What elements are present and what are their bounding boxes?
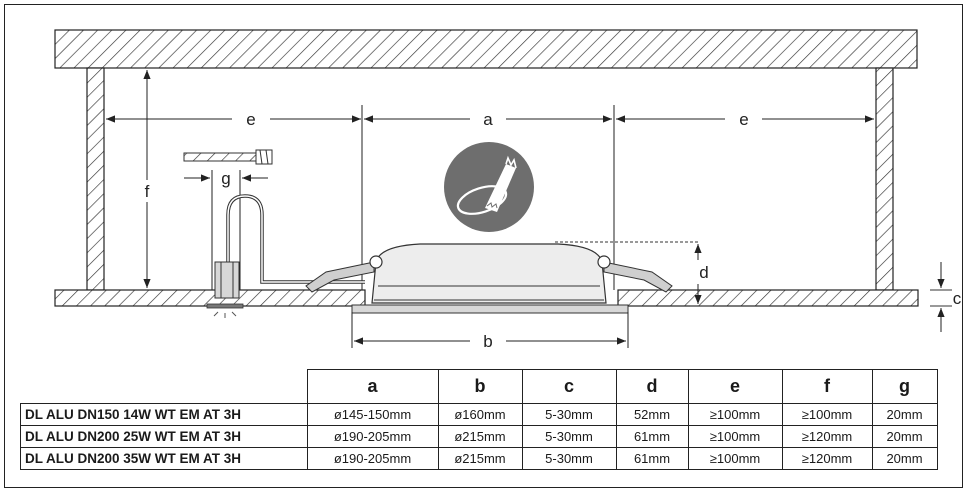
cell-a: ø190-205mm bbox=[306, 447, 439, 470]
label-g: g bbox=[221, 169, 230, 188]
label-d: d bbox=[699, 263, 708, 282]
hole-saw-cutting-icon bbox=[444, 142, 534, 232]
downlight-luminaire bbox=[351, 243, 629, 314]
header-a: a bbox=[306, 369, 439, 404]
drawing-frame bbox=[4, 4, 963, 488]
cell-c: 5-30mm bbox=[521, 447, 617, 470]
model-name: DL ALU DN150 14W WT EM AT 3H bbox=[20, 403, 308, 426]
label-a: a bbox=[483, 110, 493, 129]
screw-icon bbox=[183, 149, 273, 165]
dimension-a: a bbox=[364, 110, 612, 129]
cell-e: ≥100mm bbox=[687, 425, 783, 448]
cell-g: 20mm bbox=[871, 403, 938, 426]
cell-g: 20mm bbox=[871, 425, 938, 448]
cell-b: ø215mm bbox=[437, 425, 523, 448]
model-name: DL ALU DN200 25W WT EM AT 3H bbox=[20, 425, 308, 448]
dimension-c: c bbox=[930, 262, 962, 332]
header-d: d bbox=[615, 369, 689, 404]
cell-a: ø145-150mm bbox=[306, 403, 439, 426]
label-f: f bbox=[145, 182, 150, 201]
cell-b: ø160mm bbox=[437, 403, 523, 426]
ceiling-board-right bbox=[617, 289, 919, 307]
installation-diagram: e a e f g bbox=[54, 29, 962, 351]
table-row: DL ALU DN200 25W WT EM AT 3H ø190-205mm … bbox=[20, 425, 938, 448]
joist-left bbox=[86, 67, 105, 291]
cell-d: 52mm bbox=[615, 403, 689, 426]
cell-d: 61mm bbox=[615, 425, 689, 448]
cell-e: ≥100mm bbox=[687, 403, 783, 426]
table-header-row: a b c d e f g bbox=[21, 369, 938, 404]
table-row: DL ALU DN150 14W WT EM AT 3H ø145-150mm … bbox=[20, 403, 938, 426]
terminal-block-icon bbox=[206, 194, 365, 318]
cell-f: ≥120mm bbox=[781, 447, 873, 470]
cell-a: ø190-205mm bbox=[306, 425, 439, 448]
dimension-e-right: e bbox=[616, 110, 874, 129]
ceiling-slab bbox=[54, 29, 918, 69]
header-b: b bbox=[437, 369, 523, 404]
label-c: c bbox=[953, 289, 962, 308]
header-f: f bbox=[781, 369, 873, 404]
label-b: b bbox=[483, 332, 492, 351]
cell-b: ø215mm bbox=[437, 447, 523, 470]
header-c: c bbox=[521, 369, 617, 404]
spec-table: a b c d e f g DL ALU DN150 14W WT EM AT … bbox=[20, 369, 938, 470]
dimension-b: b bbox=[351, 312, 629, 351]
joist-right bbox=[875, 67, 894, 291]
header-g: g bbox=[871, 369, 938, 404]
cell-f: ≥100mm bbox=[781, 403, 873, 426]
cell-g: 20mm bbox=[871, 447, 938, 470]
table-row: DL ALU DN200 35W WT EM AT 3H ø190-205mm … bbox=[20, 447, 938, 470]
spring-clip-icon bbox=[305, 255, 673, 293]
cell-f: ≥120mm bbox=[781, 425, 873, 448]
header-e: e bbox=[687, 369, 783, 404]
header-blank bbox=[21, 370, 308, 404]
cell-e: ≥100mm bbox=[687, 447, 783, 470]
cell-d: 61mm bbox=[615, 447, 689, 470]
cell-c: 5-30mm bbox=[521, 403, 617, 426]
dimension-g: g bbox=[184, 169, 268, 290]
label-e-right: e bbox=[739, 110, 748, 129]
dimension-e-left: e bbox=[106, 110, 361, 129]
dimension-f: f bbox=[143, 70, 151, 288]
label-e-left: e bbox=[246, 110, 255, 129]
model-name: DL ALU DN200 35W WT EM AT 3H bbox=[20, 447, 308, 470]
cell-c: 5-30mm bbox=[521, 425, 617, 448]
dimension-d: d bbox=[555, 241, 710, 307]
